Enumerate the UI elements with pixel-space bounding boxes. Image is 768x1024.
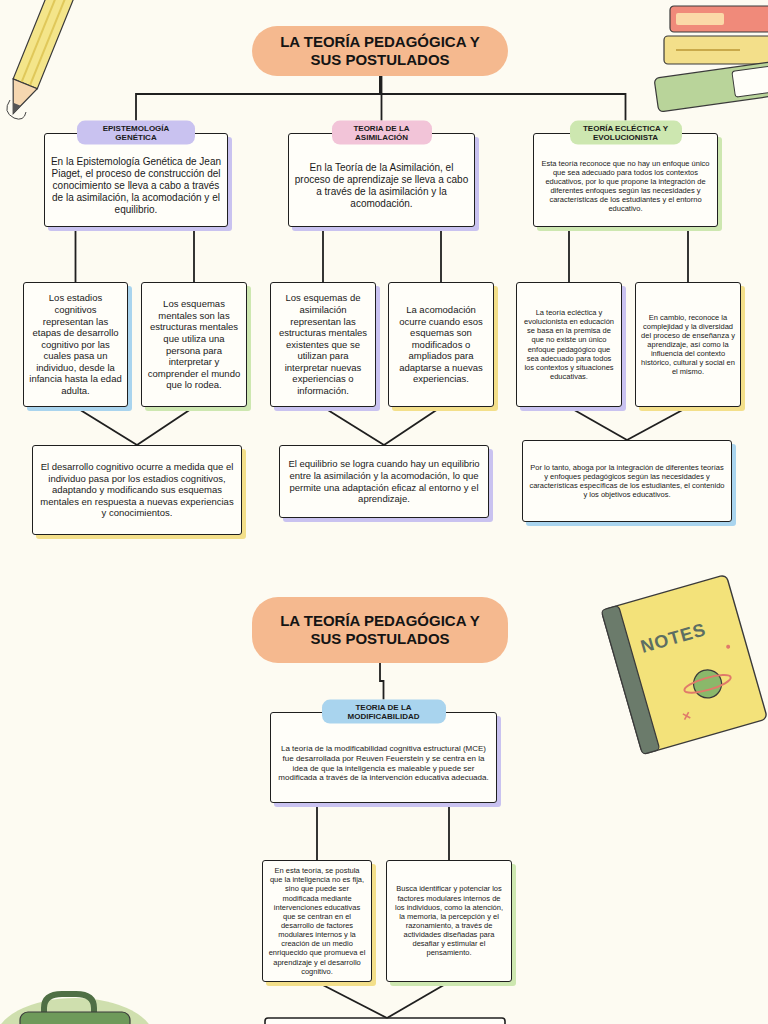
- body-text: La teoría ecléctica y evolucionista en e…: [522, 308, 616, 381]
- concept-box: Busca identificar y potenciar los factor…: [386, 860, 512, 982]
- body-text: La teoría de la modificabilidad cognitiv…: [276, 744, 491, 783]
- connector-line: [76, 407, 138, 445]
- connector-line: [137, 407, 194, 445]
- pencil-doodle: [7, 100, 26, 119]
- title-pill: LA TEORÍA PEDAGÓGICA Y SUS POSTULADOS: [252, 597, 508, 663]
- concept-box: El equilibrio se logra cuando hay un equ…: [279, 445, 489, 518]
- connector-line: [316, 803, 318, 860]
- connector-line: [448, 803, 450, 860]
- heading-pill: TEORIA DE LA ASIMILACIÓN: [332, 121, 432, 145]
- notebook-illustration: [601, 575, 767, 755]
- concept-box: Los esquemas mentales son las estructura…: [141, 282, 247, 407]
- body-text: Esta teoría reconoce que no hay un enfoq…: [539, 159, 712, 214]
- concept-box: El desarrollo cognitivo ocurre a medida …: [32, 445, 242, 535]
- backpack-illustration: [0, 994, 155, 1024]
- title-pill: LA TEORÍA PEDAGÓGICA Y SUS POSTULADOS: [252, 26, 508, 76]
- books-illustration: [654, 6, 768, 112]
- connector-line: [687, 227, 689, 282]
- connector-line: [193, 227, 195, 282]
- merge-line: [387, 982, 449, 1018]
- concept-box: Los estadios cognitivos representan las …: [23, 282, 128, 407]
- body-text: En la Teoría de la Asimilación, el proce…: [294, 162, 469, 211]
- body-text: En la Epistemología Genética de Jean Pia…: [50, 156, 222, 217]
- heading-pill: TEORÍA ECLÉCTICA Y EVOLUCIONISTA: [570, 121, 682, 145]
- body-text: Los esquemas de asimilación representan …: [276, 292, 370, 396]
- partial-box: [265, 1018, 505, 1024]
- connector-line: [75, 227, 77, 282]
- title-text: LA TEORÍA PEDAGÓGICA Y SUS POSTULADOS: [266, 33, 494, 69]
- connector-line: [384, 407, 441, 445]
- heading-pill: TEORIA DE LA MODIFICABILIDAD: [322, 700, 446, 724]
- concept-box: En cambio, reconoce la complejidad y la …: [635, 282, 741, 407]
- concept-box: En esta teoría, se postula que la inteli…: [262, 860, 372, 982]
- concept-box: TEORIA DE LA ASIMILACIÓNEn la Teoría de …: [288, 133, 475, 227]
- body-text: Por lo tanto, aboga por la integración d…: [528, 463, 726, 500]
- connector-line: [380, 76, 626, 121]
- body-text: El desarrollo cognitivo ocurre a medida …: [38, 461, 236, 519]
- connector-line: [568, 227, 570, 282]
- concept-box: Los esquemas de asimilación representan …: [270, 282, 376, 407]
- title-text: LA TEORÍA PEDAGÓGICA Y SUS POSTULADOS: [266, 612, 494, 648]
- concept-box: TEORÍA ECLÉCTICA Y EVOLUCIONISTAEsta teo…: [533, 133, 718, 227]
- connector-line: [136, 76, 380, 121]
- concept-box: La teoría ecléctica y evolucionista en e…: [516, 282, 622, 407]
- concept-box: La acomodación ocurre cuando esos esquem…: [388, 282, 494, 407]
- merge-line: [317, 982, 387, 1018]
- connector-line: [569, 407, 627, 440]
- concept-box: EPISTEMOLOGÍA GENÉTICAEn la Epistemologí…: [44, 133, 228, 227]
- connector-line: [322, 227, 324, 282]
- body-text: En esta teoría, se postula que la inteli…: [268, 866, 366, 976]
- connector-line: [380, 663, 384, 700]
- body-text: Los estadios cognitivos representan las …: [29, 292, 122, 396]
- concept-box: TEORIA DE LA MODIFICABILIDADLa teoría de…: [270, 712, 497, 803]
- connector-line: [323, 407, 384, 445]
- heading-pill: EPISTEMOLOGÍA GENÉTICA: [77, 121, 195, 145]
- pencil-illustration: [1, 0, 82, 118]
- connector-line: [440, 227, 442, 282]
- concept-box: Por lo tanto, aboga por la integración d…: [522, 440, 732, 522]
- body-text: En cambio, reconoce la complejidad y la …: [641, 313, 735, 377]
- body-text: La acomodación ocurre cuando esos esquem…: [394, 304, 488, 385]
- body-text: El equilibrio se logra cuando hay un equ…: [285, 458, 483, 504]
- connector-line: [627, 407, 688, 440]
- body-text: Busca identificar y potenciar los factor…: [392, 884, 506, 957]
- body-text: Los esquemas mentales son las estructura…: [147, 298, 241, 391]
